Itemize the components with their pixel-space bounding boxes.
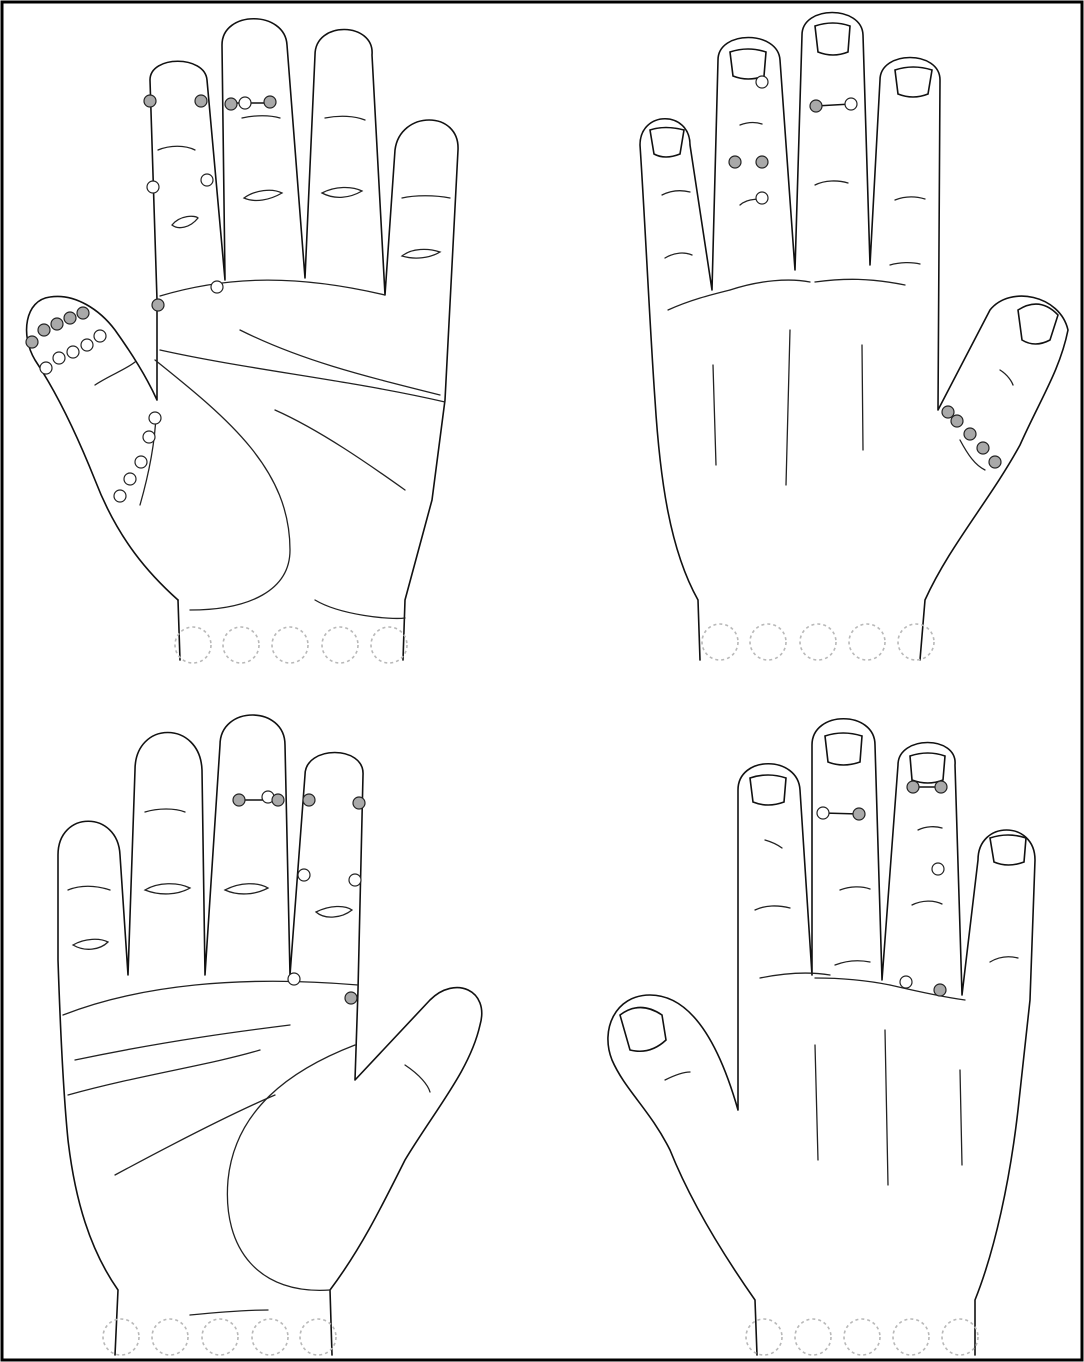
open-point <box>349 874 361 886</box>
filled-point <box>729 156 741 168</box>
fingernail <box>815 23 850 55</box>
filled-point <box>225 98 237 110</box>
fingernail <box>910 753 945 783</box>
filled-point <box>935 781 947 793</box>
filled-point <box>853 808 865 820</box>
open-point <box>124 473 136 485</box>
open-point <box>94 330 106 342</box>
open-point <box>149 412 161 424</box>
filled-point <box>345 992 357 1004</box>
open-point <box>135 456 147 468</box>
filled-point <box>51 318 63 330</box>
open-point <box>288 973 300 985</box>
filled-point <box>195 95 207 107</box>
open-point <box>756 192 768 204</box>
open-point <box>900 976 912 988</box>
open-point <box>67 346 79 358</box>
open-point <box>817 807 829 819</box>
fingernail <box>825 733 862 765</box>
filled-point <box>233 794 245 806</box>
fingernail <box>730 49 766 79</box>
filled-point <box>264 96 276 108</box>
open-point <box>114 490 126 502</box>
filled-point <box>951 415 963 427</box>
fingernail <box>895 67 932 97</box>
open-point <box>53 352 65 364</box>
filled-point <box>353 797 365 809</box>
open-point <box>845 98 857 110</box>
filled-point <box>989 456 1001 468</box>
filled-point <box>977 442 989 454</box>
open-point <box>298 869 310 881</box>
filled-point <box>810 100 822 112</box>
filled-point <box>756 156 768 168</box>
filled-point <box>77 307 89 319</box>
open-point <box>211 281 223 293</box>
filled-point <box>272 794 284 806</box>
open-point <box>756 76 768 88</box>
open-point <box>201 174 213 186</box>
fingernail <box>750 775 786 805</box>
filled-point <box>38 324 50 336</box>
fingernail <box>650 128 684 158</box>
filled-point <box>907 781 919 793</box>
open-point <box>143 431 155 443</box>
filled-point <box>942 406 954 418</box>
filled-point <box>964 428 976 440</box>
filled-point <box>64 312 76 324</box>
open-point <box>239 97 251 109</box>
open-point <box>932 863 944 875</box>
open-point <box>81 339 93 351</box>
filled-point <box>152 299 164 311</box>
filled-point <box>303 794 315 806</box>
filled-point <box>144 95 156 107</box>
fingernail <box>990 835 1026 865</box>
open-point <box>40 362 52 374</box>
filled-point <box>934 984 946 996</box>
filled-point <box>26 336 38 348</box>
open-point <box>147 181 159 193</box>
